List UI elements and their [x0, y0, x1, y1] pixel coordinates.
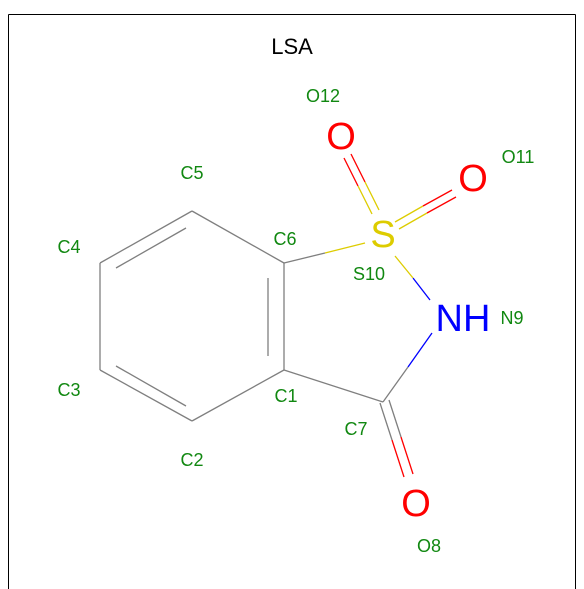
bond-s10-c6-b: [283, 252, 326, 264]
atom-c1-label: C1: [274, 386, 297, 406]
bond-n9-s10-b: [394, 255, 414, 279]
atom-o11-label: O11: [502, 147, 535, 167]
bond-c2-c3: [99, 369, 193, 422]
carbonyl-bond: [379, 399, 414, 478]
bond-c4-c5: [99, 210, 193, 264]
atom-c2-label: C2: [180, 450, 203, 470]
bond-c1-c2: [191, 369, 285, 422]
atom-o11-symbol: O: [458, 158, 488, 200]
molecule-title: LSA: [271, 34, 313, 59]
bond-c1-c7: [283, 369, 384, 403]
atom-s10-label: S10: [353, 264, 385, 284]
bond-c5-c6: [191, 210, 285, 264]
atom-c6-label: C6: [273, 229, 296, 249]
atom-o8-label: O8: [417, 536, 441, 556]
bond-c7-n9-b: [407, 332, 433, 368]
bond-c4-c5-inner: [115, 227, 187, 269]
sulfonyl-bond-o12: [343, 153, 380, 215]
bond-s10-c6-a: [324, 242, 366, 254]
benzene-ring: [99, 210, 285, 422]
atom-s10-symbol: S: [370, 214, 395, 256]
atom-c5-label: C5: [180, 163, 203, 183]
atom-c4-label: C4: [57, 237, 80, 257]
sulfonyl-bond-o11: [394, 189, 457, 230]
atom-o8-symbol: O: [401, 483, 431, 525]
five-ring: [283, 242, 433, 403]
atom-c3-label: C3: [57, 380, 80, 400]
atom-n9-symbol: NH: [436, 298, 491, 340]
frame-border: [8, 14, 576, 589]
bond-c7-n9-a: [382, 366, 409, 403]
atom-n9-label: N9: [500, 308, 523, 328]
atom-o12-label: O12: [306, 86, 340, 106]
atom-c7-label: C7: [344, 419, 367, 439]
atom-o12-symbol: O: [326, 116, 356, 158]
bond-n9-s10-a: [412, 277, 431, 301]
bond-c2-c3-inner: [115, 365, 187, 407]
